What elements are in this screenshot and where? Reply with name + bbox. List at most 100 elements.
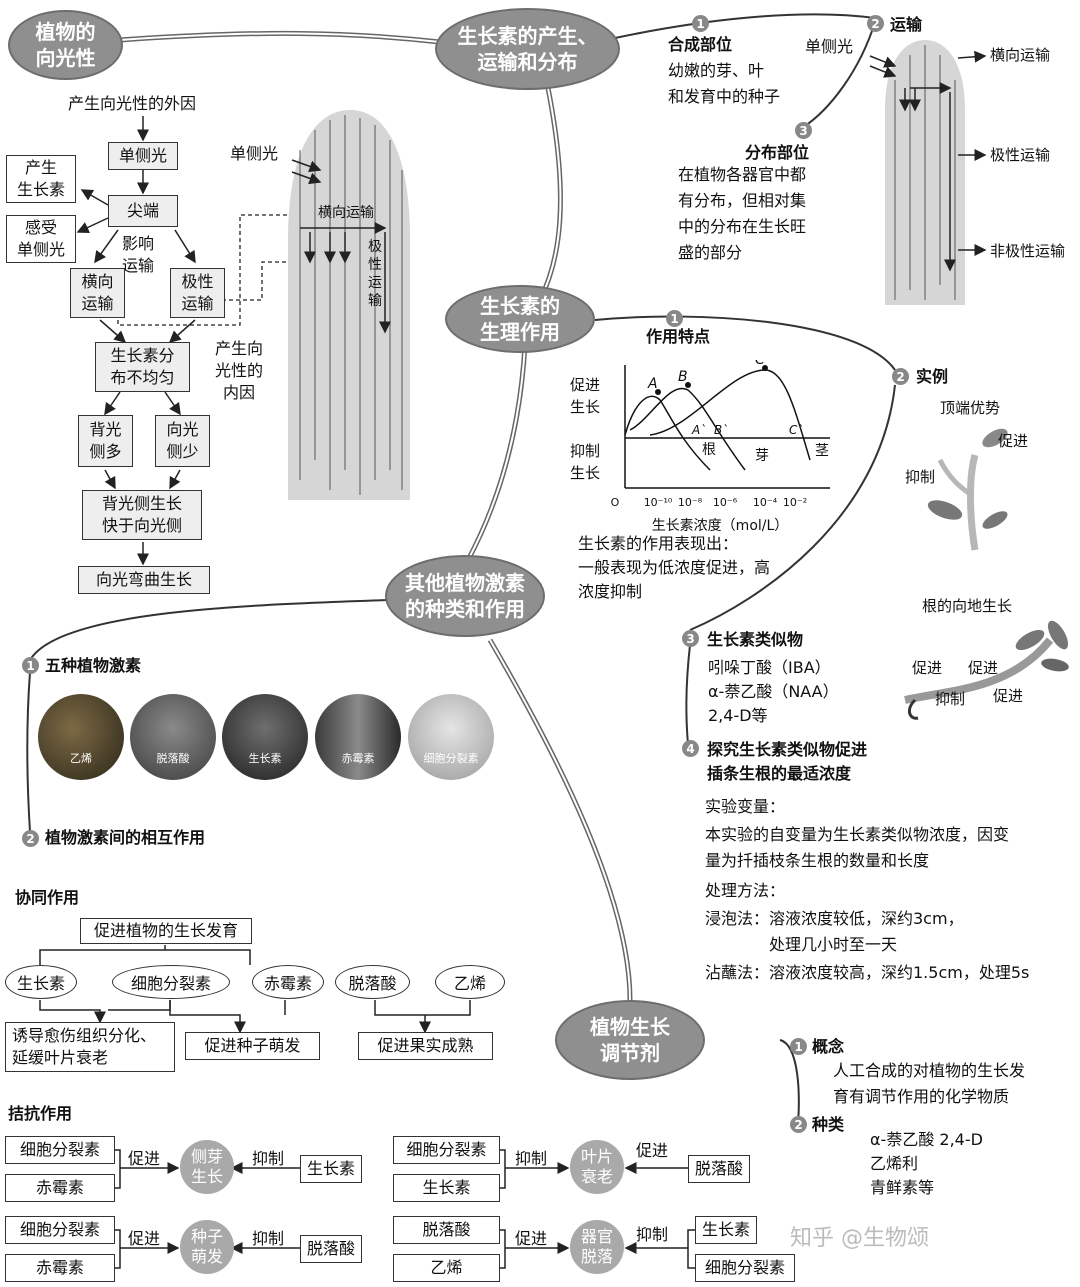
series-2-name: 茎 — [815, 443, 829, 459]
series-2-cross-label: C` — [789, 423, 803, 437]
a3-aba: 脱落酸 — [300, 1235, 362, 1263]
coleoptile-diagram-left — [288, 110, 410, 500]
num-2-production: 2 — [867, 15, 884, 32]
photo-auxin: 生长素 — [222, 694, 308, 780]
a3-cytokinin: 细胞分裂素 — [5, 1216, 115, 1244]
series-1-curve — [629, 387, 746, 471]
chart-promote-label: 促进 生长 — [570, 376, 601, 416]
watermark: 知乎 @生物颂 — [790, 1226, 929, 1251]
synergy-auxin: 生长素 — [5, 965, 77, 999]
affect-transport-label: 影响 运输 — [122, 234, 155, 275]
a4-promote: 促进 — [515, 1229, 548, 1248]
back-side-more-box: 背光 侧多 — [78, 415, 133, 467]
synergy-ethylene: 乙烯 — [435, 965, 505, 999]
series-1-peak — [685, 382, 691, 388]
series-0-curve — [624, 395, 711, 471]
x-tick-label: 10⁻⁸ — [678, 496, 703, 509]
x-tick-label: 10⁻⁶ — [713, 496, 738, 509]
num-2-others: 2 — [22, 830, 39, 847]
polar-transport-box: 极性 运输 — [170, 268, 225, 318]
unilateral-light-box: 单侧光 — [108, 142, 178, 170]
diagram-lateral-label: 横向运输 — [318, 205, 374, 221]
concept-text: 人工合成的对植物的生长发 育有调节作用的化学物质 — [833, 1061, 1026, 1106]
analog-list: 吲哚丁酸（IBA） α-萘乙酸（NAA） 2,4-D等 — [708, 658, 839, 725]
rg-promote-3: 促进 — [993, 687, 1024, 705]
hub-growth-regulators: 植物生长 调节剂 — [555, 1000, 705, 1080]
concept-title: 概念 — [812, 1037, 845, 1056]
uneven-distribution-box: 生长素分 布不均匀 — [95, 342, 190, 392]
num-2-physiology: 2 — [892, 368, 909, 385]
a1-inhibit: 抑制 — [252, 1149, 285, 1168]
hub-physiology: 生长素的 生理作用 — [445, 285, 595, 353]
sense-light-box: 感受 单侧光 — [6, 215, 76, 263]
method-title: 处理方法： — [705, 881, 786, 900]
variable-title: 实验变量： — [705, 797, 786, 816]
synergy-cytokinin: 细胞分裂素 — [112, 965, 230, 999]
a4-auxin: 生长素 — [695, 1216, 757, 1244]
x-tick-label: 10⁻⁴ — [753, 496, 778, 509]
series-2-peak-label: C — [755, 360, 765, 368]
series-1-cross-label: B` — [714, 423, 728, 437]
explore-title: 探究生长素类似物促进 插条生根的最适浓度 — [707, 740, 868, 783]
coleoptile-diagram-right — [869, 40, 987, 305]
photo-cytokinin: 细胞分裂素 — [408, 694, 494, 780]
synthesis-text: 幼嫩的芽、叶 和发育中的种子 — [668, 61, 781, 106]
photo-gibberellin: 赤霉素 — [315, 694, 401, 780]
variable-text: 本实验的自变量为生长素类似物浓度，因变 量为扦插枝条生根的数量和长度 — [705, 825, 1010, 870]
hub-phototropism: 植物的 向光性 — [8, 10, 123, 80]
a4-aba: 脱落酸 — [393, 1216, 500, 1244]
external-cause-label: 产生向光性的外因 — [68, 94, 197, 113]
a1-promote: 促进 — [128, 1149, 161, 1168]
transport-lateral-label: 横向运输 — [990, 46, 1051, 64]
series-0-peak-label: A — [647, 376, 658, 392]
a4-cytokinin: 细胞分裂素 — [695, 1254, 795, 1282]
apical-dominance-label: 顶端优势 — [940, 399, 1001, 417]
apical-dominance-plant — [927, 428, 1008, 551]
synergy-gibberellin: 赤霉素 — [252, 965, 324, 999]
a3-seed-germination: 种子 萌发 — [180, 1220, 234, 1274]
a2-auxin: 生长素 — [393, 1174, 500, 1202]
example-title: 实例 — [916, 367, 949, 386]
x-tick-label: O — [611, 496, 620, 509]
five-hormones-title: 五种植物激素 — [45, 656, 142, 675]
a1-cytokinin: 细胞分裂素 — [5, 1136, 115, 1164]
a4-inhibit: 抑制 — [636, 1225, 669, 1244]
bend-toward-light-box: 向光弯曲生长 — [78, 566, 210, 594]
internal-cause-label: 产生向 光性的 内因 — [215, 339, 264, 402]
antagonism-title: 拮抗作用 — [8, 1104, 73, 1123]
apical-inhibit-label: 抑制 — [905, 468, 936, 486]
a2-promote: 促进 — [636, 1141, 669, 1160]
expression-text: 生长素的作用表现出： 一般表现为低浓度促进，高 浓度抑制 — [578, 534, 771, 601]
feature-title: 作用特点 — [646, 327, 711, 346]
a2-aba: 脱落酸 — [688, 1155, 750, 1183]
apical-promote-label: 促进 — [998, 432, 1029, 450]
root-gravitropism-label: 根的向地生长 — [922, 597, 1013, 615]
dip-method: 沾蘸法：溶液浓度较高，深约1.5cm，处理5s — [705, 963, 1030, 982]
synergy-title: 协同作用 — [15, 888, 80, 907]
x-tick-label: 10⁻² — [783, 496, 807, 509]
a4-organ-abscission: 器官 脱落 — [570, 1220, 624, 1274]
series-1-peak-label: B — [678, 369, 688, 385]
front-side-less-box: 向光 侧少 — [155, 415, 210, 467]
analog-title: 生长素类似物 — [707, 630, 804, 649]
a2-inhibit: 抑制 — [515, 1149, 548, 1168]
num-1-others: 1 — [22, 657, 39, 674]
hub-other-hormones: 其他植物激素 的种类和作用 — [385, 555, 545, 637]
a2-cytokinin: 细胞分裂素 — [393, 1136, 500, 1164]
chart-inhibit-label: 抑制 生长 — [570, 442, 601, 482]
synergy-aba: 脱落酸 — [335, 965, 410, 999]
a1-auxin: 生长素 — [300, 1155, 362, 1183]
num-3-physiology: 3 — [682, 630, 699, 647]
series-2-curve — [649, 369, 811, 461]
a2-leaf-senescence: 叶片 衰老 — [570, 1140, 624, 1194]
soak-method: 浸泡法：溶液浓度较低，深约3cm， 处理几小时至一天 — [705, 909, 964, 954]
photo-ethylene: 乙烯 — [38, 694, 124, 780]
lateral-transport-box: 横向 运输 — [70, 268, 125, 318]
x-axis-label: 生长素浓度（mol/L） — [652, 518, 789, 534]
num-1-regulators: 1 — [790, 1038, 807, 1055]
faster-growth-box: 背光侧生长 快于向光侧 — [82, 490, 202, 540]
rg-promote-2: 促进 — [968, 659, 999, 677]
num-4-physiology: 4 — [682, 740, 699, 757]
